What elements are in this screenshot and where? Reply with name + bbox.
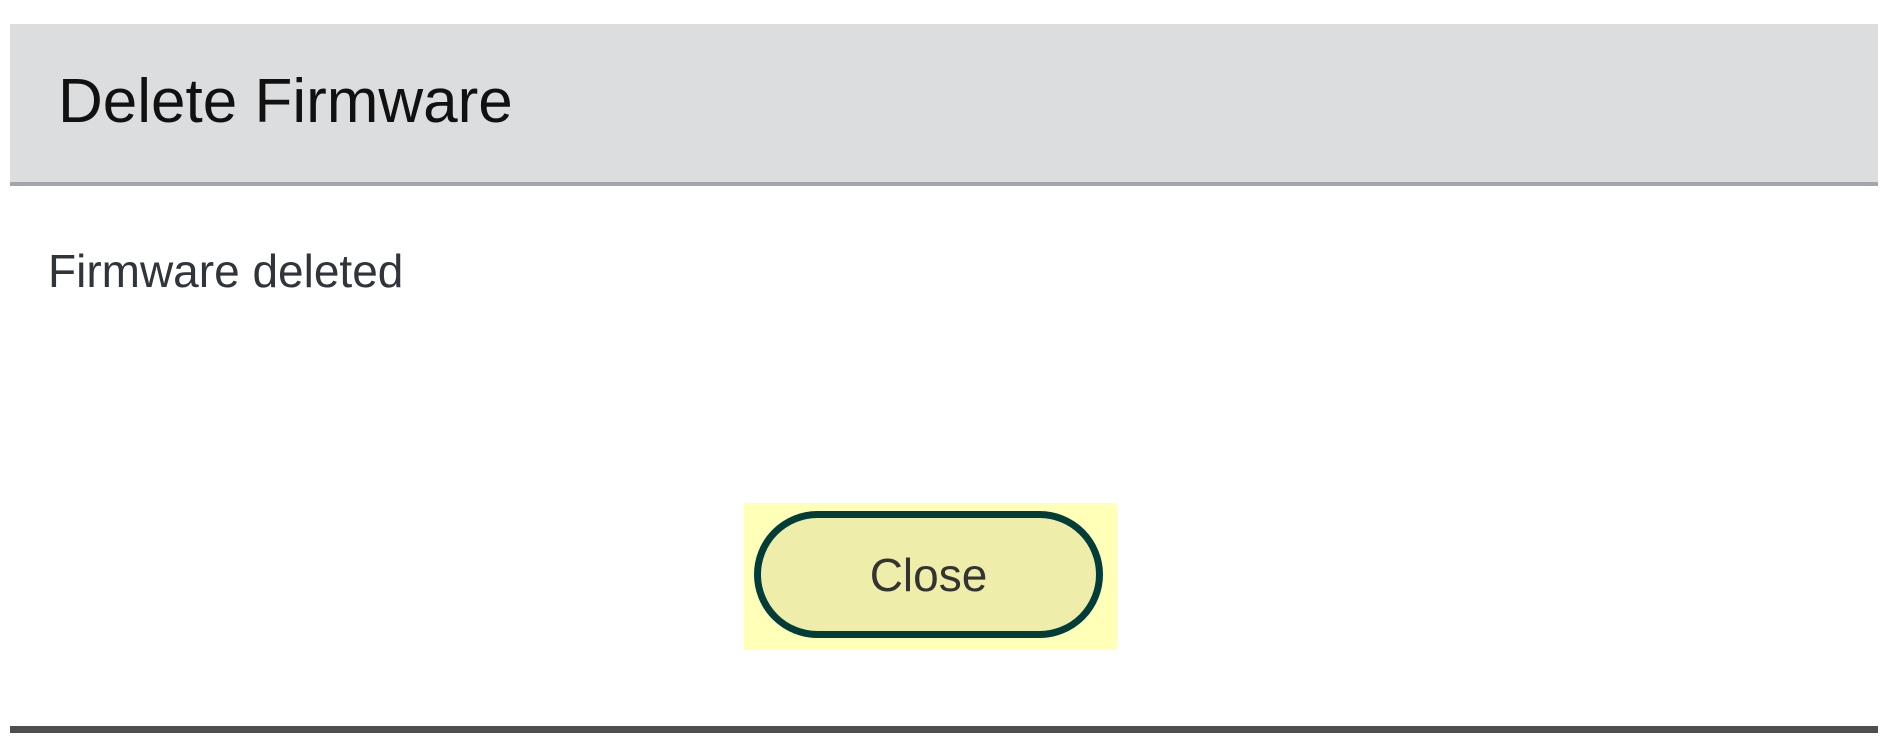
status-message: Firmware deleted [48,245,404,297]
dialog-header: Delete Firmware [10,24,1878,186]
close-button-focus-highlight: Close [744,503,1117,650]
close-button[interactable]: Close [754,511,1103,638]
dialog-title: Delete Firmware [58,67,513,136]
delete-firmware-dialog: Delete Firmware Firmware deleted Close [10,24,1878,733]
